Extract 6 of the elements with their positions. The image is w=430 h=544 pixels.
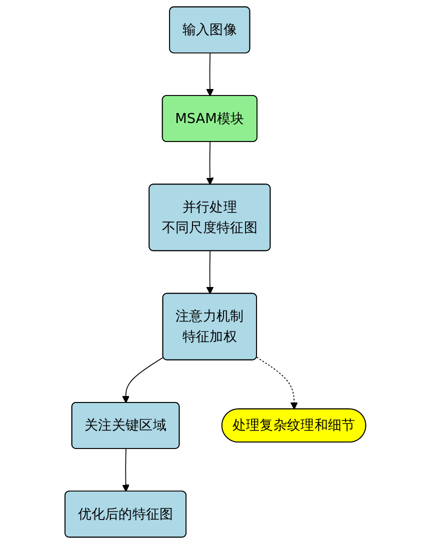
arrow [256, 356, 298, 410]
arrow [206, 52, 214, 96]
arrow [206, 250, 214, 294]
arrow [122, 356, 164, 404]
arrow [122, 448, 130, 492]
arrow [206, 142, 214, 185]
